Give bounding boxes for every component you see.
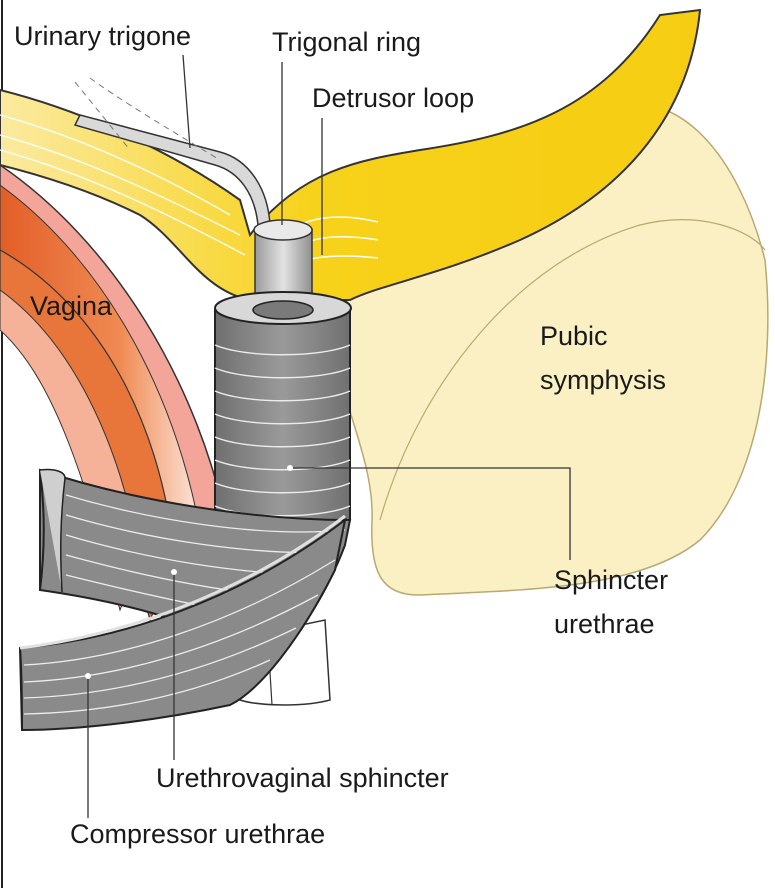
label-detrusor-loop: Detrusor loop — [312, 84, 474, 114]
sphincter-urethrae — [215, 296, 350, 535]
label-trigonal-ring: Trigonal ring — [272, 28, 421, 58]
label-urinary-trigone: Urinary trigone — [14, 22, 191, 52]
label-sphincter-urethrae-line2: urethrae — [554, 610, 655, 640]
label-vagina: Vagina — [30, 292, 112, 322]
label-compressor-urethrae: Compressor urethrae — [70, 820, 325, 850]
label-pubic-symphysis-line1: Pubic — [540, 322, 608, 352]
label-urethrovaginal-sphincter: Urethrovaginal sphincter — [156, 764, 449, 794]
label-pubic-symphysis-line2: symphysis — [540, 366, 666, 396]
label-sphincter-urethrae-line1: Sphincter — [554, 566, 668, 596]
